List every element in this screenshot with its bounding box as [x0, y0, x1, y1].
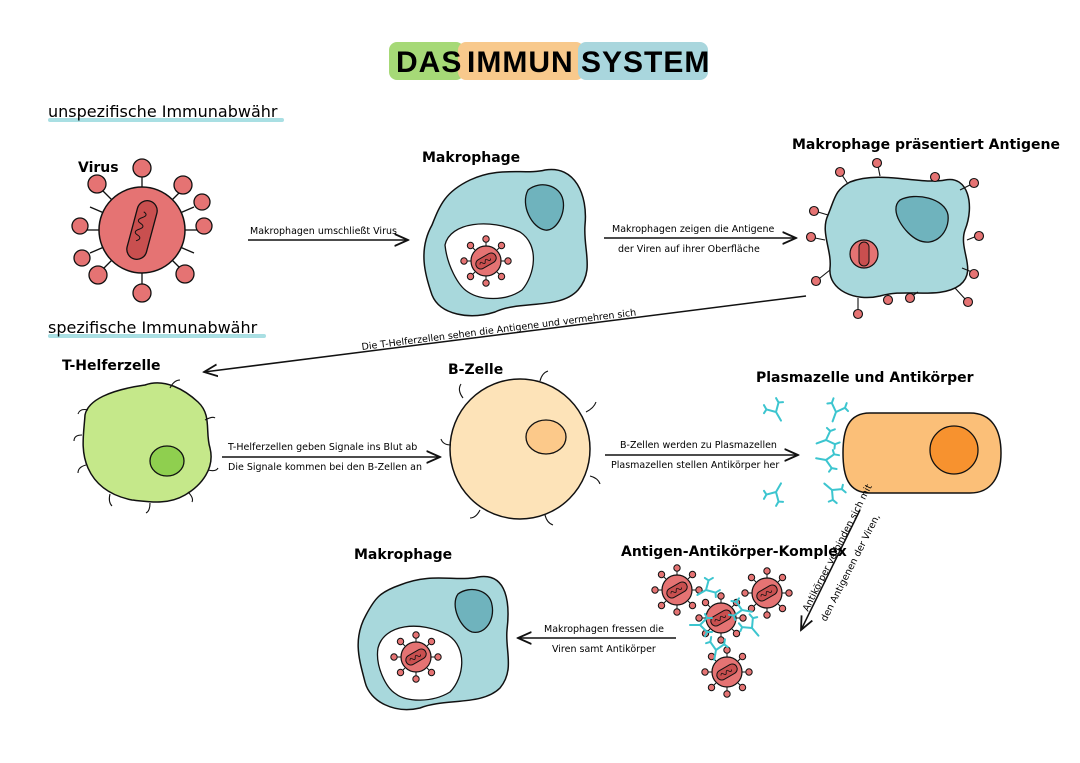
label-plasma: Plasmazelle und Antikörper	[756, 370, 974, 386]
section-underline-unspecific	[48, 118, 284, 122]
label-b-cell: B-Zelle	[448, 362, 503, 378]
antibodies-group	[759, 395, 852, 509]
arrow-7-text-line2: Viren samt Antikörper	[552, 644, 656, 655]
t-helper-illustration	[73, 379, 219, 514]
macrophage-2-illustration	[357, 575, 510, 711]
label-macrophage-presenting: Makrophage präsentiert Antigene	[792, 137, 1060, 153]
arrow-3	[204, 295, 807, 372]
title-bg-part3	[578, 42, 708, 80]
arrow-1-text: Makrophagen umschließt Virus	[250, 226, 397, 237]
section-underline-specific	[48, 334, 266, 338]
label-t-helper: T-Helferzelle	[62, 358, 161, 374]
arrow-2-text-line1: Makrophagen zeigen die Antigene	[612, 224, 775, 235]
title-part2: IMMUN	[467, 46, 574, 79]
label-macrophage-1: Makrophage	[422, 150, 520, 166]
macrophage-presenting-illustration	[805, 157, 985, 320]
title-part1: DAS	[396, 46, 462, 79]
plasma-cell-illustration	[842, 412, 1002, 494]
label-macrophage-2: Makrophage	[354, 547, 452, 563]
b-cell-illustration	[440, 370, 601, 526]
title-bg-part1	[389, 42, 464, 80]
arrow-7-text-line1: Makrophagen fressen die	[544, 624, 664, 635]
complex-illustration	[651, 564, 793, 698]
virus-illustration	[71, 158, 213, 303]
title-bg-part2	[458, 42, 584, 80]
section-unspecific: unspezifische Immunabwähr	[48, 102, 278, 121]
arrow-6	[801, 509, 861, 630]
label-virus: Virus	[78, 160, 119, 176]
arrow-5-text-line1: B-Zellen werden zu Plasmazellen	[620, 440, 777, 451]
title-part3: SYSTEM	[581, 46, 710, 79]
section-specific: spezifische Immunabwähr	[48, 318, 258, 337]
macrophage-1-illustration	[423, 168, 589, 317]
arrow-3-text: Die T-Helferzellen sehen die Antigene un…	[361, 307, 637, 353]
label-complex: Antigen-Antikörper-Komplex	[621, 544, 847, 560]
arrow-4-text-line1: T-Helferzellen geben Signale ins Blut ab	[227, 442, 417, 453]
arrow-4-text-line2: Die Signale kommen bei den B-Zellen an	[228, 462, 422, 473]
arrow-5-text-line2: Plasmazellen stellen Antikörper her	[611, 460, 779, 471]
arrow-2-text-line2: der Viren auf ihrer Oberfläche	[618, 244, 760, 255]
title: DAS IMMUN SYSTEM	[389, 42, 710, 80]
